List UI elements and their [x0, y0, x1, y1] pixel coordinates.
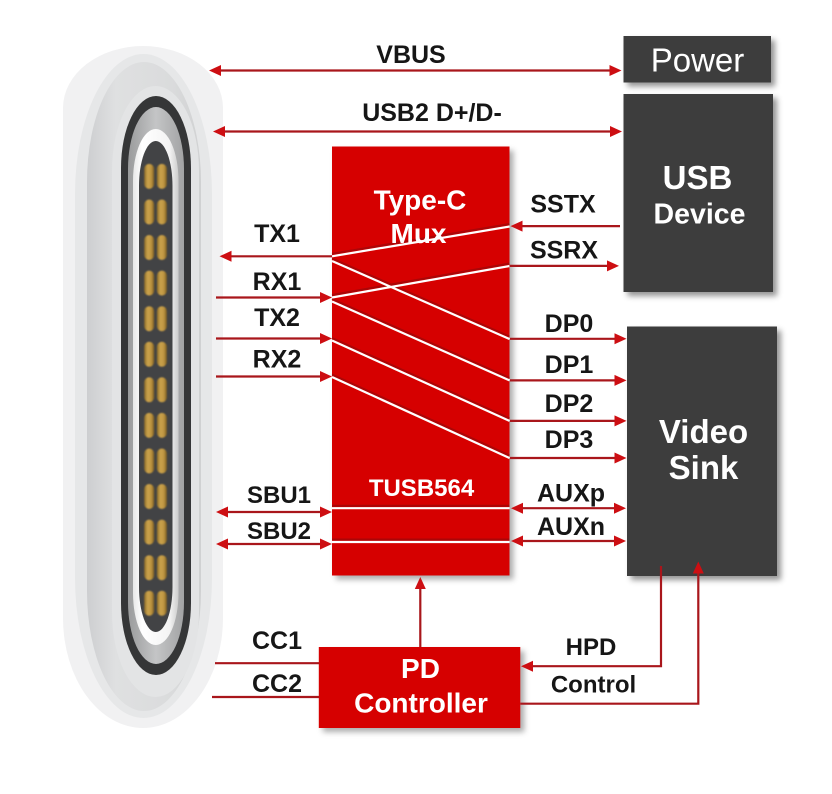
svg-text:USB: USB: [663, 159, 733, 196]
svg-text:Mux: Mux: [391, 218, 447, 249]
svg-text:DP0: DP0: [545, 310, 594, 338]
svg-text:Control: Control: [551, 672, 636, 699]
svg-text:HPD: HPD: [566, 634, 617, 661]
svg-text:SBU1: SBU1: [247, 482, 311, 509]
svg-text:VBUS: VBUS: [376, 41, 445, 69]
svg-text:SSTX: SSTX: [530, 191, 596, 219]
svg-text:Sink: Sink: [669, 449, 739, 486]
svg-text:CC2: CC2: [252, 670, 302, 698]
svg-text:AUXn: AUXn: [537, 513, 605, 541]
svg-text:SBU2: SBU2: [247, 518, 311, 545]
svg-text:CC1: CC1: [252, 627, 302, 655]
svg-text:Controller: Controller: [354, 688, 488, 719]
svg-text:RX1: RX1: [253, 268, 302, 296]
svg-text:Video: Video: [659, 413, 748, 450]
svg-text:DP3: DP3: [545, 426, 594, 454]
svg-text:DP2: DP2: [545, 390, 594, 418]
svg-text:Power: Power: [651, 42, 745, 79]
svg-text:Device: Device: [654, 199, 746, 231]
svg-text:TUSB564: TUSB564: [369, 475, 475, 502]
svg-text:PD: PD: [401, 653, 440, 684]
svg-text:TX1: TX1: [254, 220, 300, 248]
svg-text:DP1: DP1: [545, 351, 594, 379]
svg-text:Type-C: Type-C: [374, 185, 467, 216]
svg-text:SSRX: SSRX: [530, 237, 598, 265]
svg-text:AUXp: AUXp: [537, 480, 605, 508]
svg-text:TX2: TX2: [254, 304, 300, 332]
svg-text:RX2: RX2: [253, 346, 302, 374]
svg-text:USB2 D+/D-: USB2 D+/D-: [362, 99, 502, 127]
